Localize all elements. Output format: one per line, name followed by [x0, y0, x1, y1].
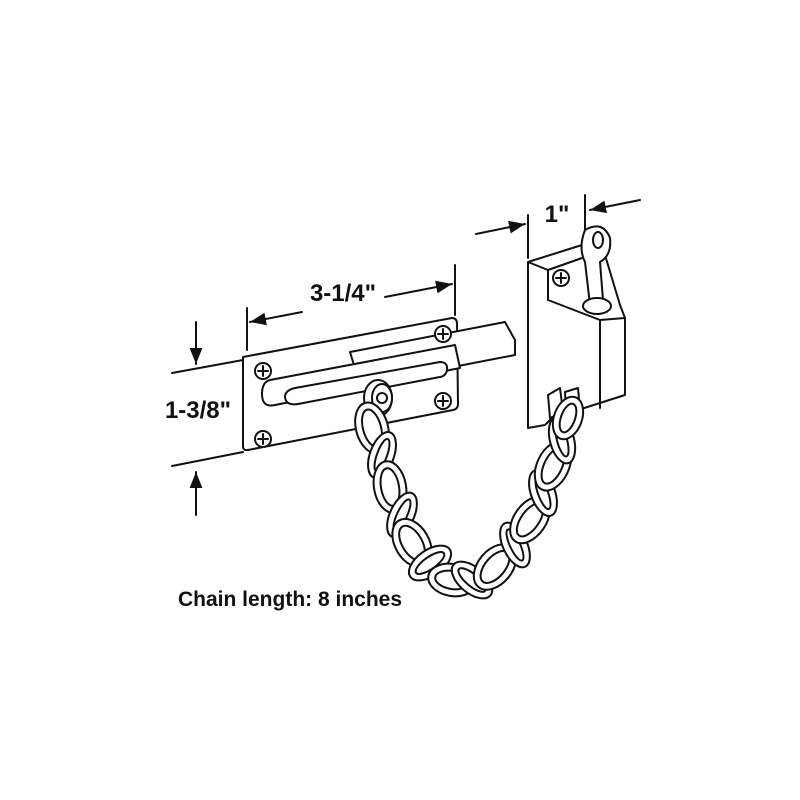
height-dimension: 1-3/8": [165, 321, 244, 516]
screw-icon: [434, 392, 452, 410]
screw-icon: [552, 269, 570, 287]
width-dimension: 3-1/4": [246, 264, 456, 351]
depth-label: 1": [545, 201, 570, 228]
height-label: 1-3/8": [165, 397, 231, 424]
screw-icon: [434, 325, 452, 343]
depth-dimension: 1": [475, 194, 641, 259]
screw-icon: [254, 430, 272, 448]
chain: [354, 395, 585, 600]
screw-icon: [254, 362, 272, 380]
chain-link: [407, 544, 453, 582]
key-icon: [580, 225, 612, 315]
width-label: 3-1/4": [310, 280, 376, 307]
chain-link: [551, 395, 585, 441]
caption: Chain length: 8 inches: [178, 588, 402, 611]
chain-link: [472, 543, 518, 591]
slide-plate: [242, 317, 516, 452]
